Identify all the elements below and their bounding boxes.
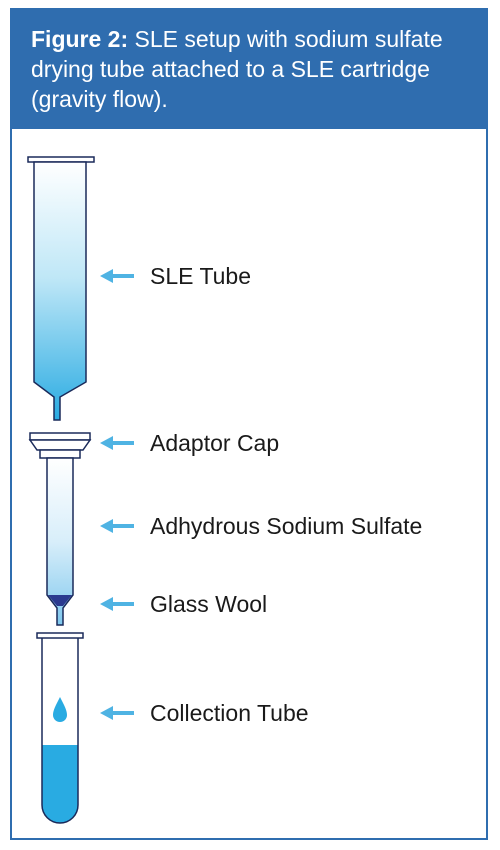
drying-tube <box>46 457 74 626</box>
figure-frame: Figure 2: SLE setup with sodium sulfate … <box>10 8 488 840</box>
label-adaptor-cap: Adaptor Cap <box>150 430 280 456</box>
droplet-icon <box>53 697 67 722</box>
caption-lead: Figure 2: <box>31 26 129 52</box>
label-sodium-sulfate: Adhydrous Sodium Sulfate <box>150 513 423 539</box>
adaptor-cap <box>28 432 92 459</box>
arrow-collection-tube-icon <box>100 706 134 720</box>
collection-tube <box>36 632 84 824</box>
arrow-sle-tube-icon <box>100 269 134 283</box>
caption-text: SLE setup with sodium sulfate drying tub… <box>31 26 443 112</box>
arrow-sodium-sulfate-icon <box>100 519 134 533</box>
glass-wool-plug <box>48 595 72 606</box>
figure-caption: Figure 2: SLE setup with sodium sulfate … <box>12 10 486 129</box>
label-collection-tube: Collection Tube <box>150 700 309 726</box>
arrow-adaptor-cap-icon <box>100 436 134 450</box>
label-sle-tube: SLE Tube <box>150 263 252 289</box>
sle-tube <box>27 156 95 421</box>
arrow-glass-wool-icon <box>100 597 134 611</box>
collected-liquid <box>42 745 78 823</box>
label-glass-wool: Glass Wool <box>150 591 268 617</box>
